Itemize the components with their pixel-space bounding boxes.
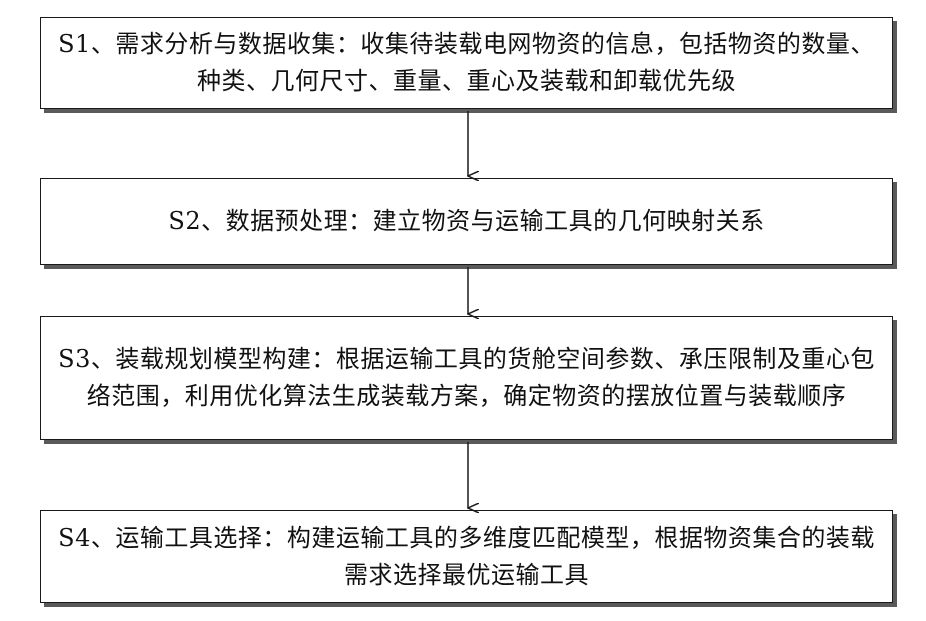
flow-connectors [0,0,926,621]
